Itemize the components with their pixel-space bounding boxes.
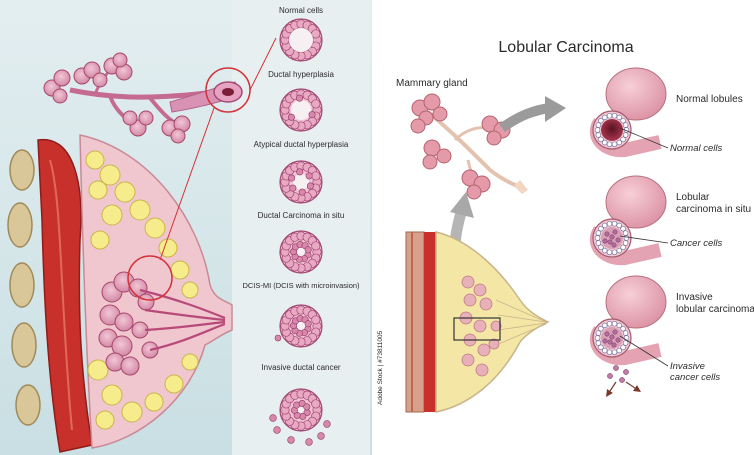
stage-label-invasive-ductal: Invasive ductal cancer bbox=[261, 363, 340, 372]
zoom-box bbox=[453, 317, 501, 341]
lobule-title-lcis: carcinoma in situ bbox=[676, 204, 751, 215]
breast-profile: Adobe Stock | #73811005 bbox=[377, 231, 550, 413]
chest-muscle bbox=[37, 138, 93, 453]
arrow-up-icon bbox=[450, 192, 474, 218]
duct-section-hyperplasia bbox=[279, 88, 323, 132]
duct-tree-zoom bbox=[43, 37, 277, 261]
duct-section-dcis bbox=[279, 230, 323, 274]
zoom-circle-small bbox=[127, 255, 173, 301]
stage-label-normal: Normal cells bbox=[279, 6, 323, 15]
right-panel: Lobular Carcinoma Mammary gland bbox=[372, 0, 754, 455]
duct-section-atypical bbox=[279, 160, 323, 204]
stage-label-hyperplasia: Ductal hyperplasia bbox=[268, 70, 334, 79]
duct-section-normal bbox=[279, 18, 323, 62]
right-panel-title: Lobular Carcinoma bbox=[498, 39, 633, 56]
breast-cross-section bbox=[7, 134, 233, 453]
stage-column-background bbox=[232, 0, 370, 455]
mammary-gland-label: Mammary gland bbox=[396, 78, 468, 89]
arrow-right-icon bbox=[545, 96, 566, 122]
lobule-title-normal: Normal lobules bbox=[676, 94, 743, 105]
lobule-title-lcis: Lobular bbox=[676, 192, 710, 203]
left-panel: Normal cells Ductal hyperplasia Atypical… bbox=[0, 0, 372, 455]
cell-label-normal: Normal cells bbox=[670, 143, 723, 154]
lobule-title-invasive: Invasive bbox=[676, 292, 713, 303]
stage-label-atypical: Atypical ductal hyperplasia bbox=[254, 140, 349, 149]
stock-watermark: Adobe Stock | #73811005 bbox=[377, 330, 384, 405]
cell-label-invasive: cancer cells bbox=[670, 372, 720, 383]
milk-ducts bbox=[139, 288, 226, 352]
cell-label-invasive: Invasive bbox=[670, 361, 705, 372]
duct-section-invasive bbox=[269, 388, 331, 446]
duct-section-dcis-mi bbox=[274, 304, 323, 348]
ductal-stage-column: Normal cells Ductal hyperplasia Atypical… bbox=[242, 6, 360, 446]
lobule-title-invasive: lobular carcinoma bbox=[676, 304, 754, 315]
duct-stage-drawings bbox=[269, 18, 331, 446]
fat-tissue bbox=[85, 150, 199, 430]
gland-lobules bbox=[98, 271, 159, 376]
cell-label-lcis: Cancer cells bbox=[670, 238, 723, 249]
ribs bbox=[7, 149, 41, 426]
mammary-gland-cluster bbox=[410, 93, 528, 200]
stage-label-dcis-mi: DCIS-MI (DCIS with microinvasion) bbox=[242, 281, 360, 290]
stage-label-dcis: Ductal Carcinoma in situ bbox=[258, 211, 345, 220]
